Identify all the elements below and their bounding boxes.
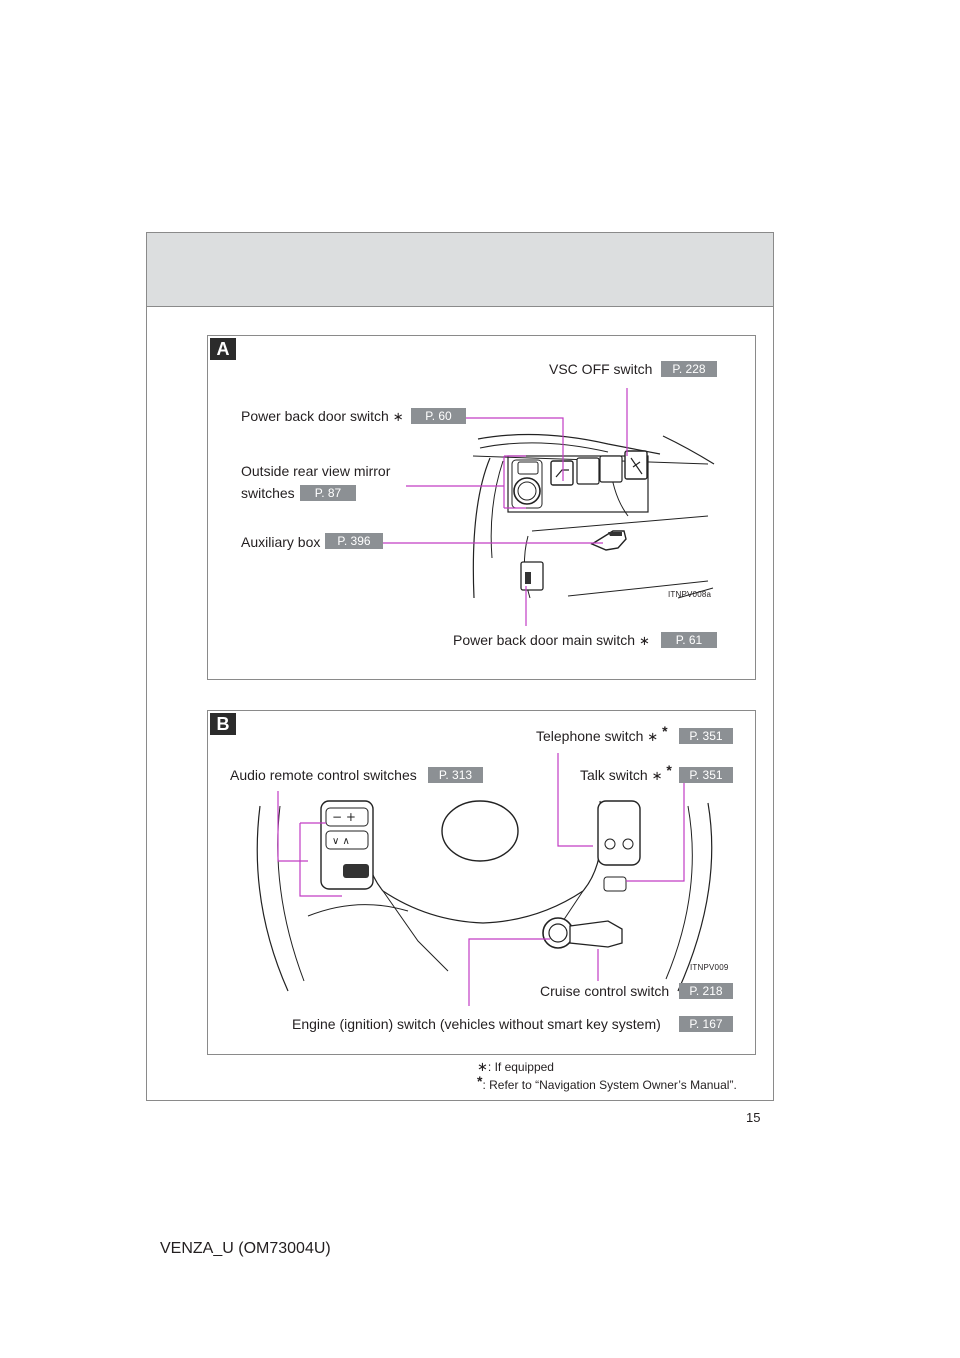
panel-a: A (207, 335, 756, 680)
dashboard-switch-illustration (383, 388, 715, 626)
svg-text:∨ ∧: ∨ ∧ (332, 836, 350, 847)
cruise-control-ref[interactable]: P. 218 (679, 983, 733, 999)
telephone-switch-label: Telephone switch ∗ * (536, 723, 668, 744)
page-number: 15 (746, 1110, 761, 1125)
header-band (147, 233, 773, 307)
auxiliary-box-label: Auxiliary box (241, 534, 321, 550)
document-code: VENZA_U (OM73004U) (160, 1240, 331, 1257)
vsc-off-ref[interactable]: P. 228 (661, 361, 717, 377)
panel-b-letter: B (210, 713, 236, 735)
power-back-door-main-label: Power back door main switch ∗ (453, 632, 650, 648)
mirror-label-line2: switches (241, 485, 295, 501)
illustration-code-a: ITNPV008a (668, 590, 712, 599)
audio-remote-ref[interactable]: P. 313 (428, 767, 483, 783)
telephone-switch-ref[interactable]: P. 351 (679, 728, 733, 744)
steering-wheel-illustration: − + ∨ ∧ (256, 753, 713, 1006)
audio-remote-label: Audio remote control switches (230, 767, 417, 783)
engine-switch-label: Engine (ignition) switch (vehicles witho… (292, 1016, 661, 1032)
panel-a-letter: A (210, 338, 236, 360)
footnote-nav-manual: *: Refer to “Navigation System Owner’s M… (477, 1073, 737, 1092)
power-back-door-main-ref[interactable]: P. 61 (661, 632, 717, 648)
footnote-if-equipped: ∗: If equipped (477, 1059, 554, 1074)
cruise-control-label: Cruise control switch (540, 983, 670, 999)
talk-switch-ref[interactable]: P. 351 (679, 767, 733, 783)
engine-switch-ref[interactable]: P. 167 (679, 1016, 733, 1032)
auxiliary-box-ref[interactable]: P. 396 (325, 533, 383, 549)
power-back-door-ref[interactable]: P. 60 (411, 408, 466, 424)
illustration-code-b: ITNPV009 (690, 963, 729, 972)
svg-text:− +: − + (332, 810, 356, 824)
mirror-ref[interactable]: P. 87 (300, 485, 356, 501)
panel-b: B − + ∨ ∧ (207, 710, 756, 1055)
page-frame: A (146, 232, 774, 1101)
talk-switch-label: Talk switch ∗ * (580, 762, 672, 783)
vsc-off-label: VSC OFF switch (549, 361, 653, 377)
power-back-door-label: Power back door switch ∗ (241, 408, 404, 424)
mirror-label-line1: Outside rear view mirror (241, 463, 391, 479)
